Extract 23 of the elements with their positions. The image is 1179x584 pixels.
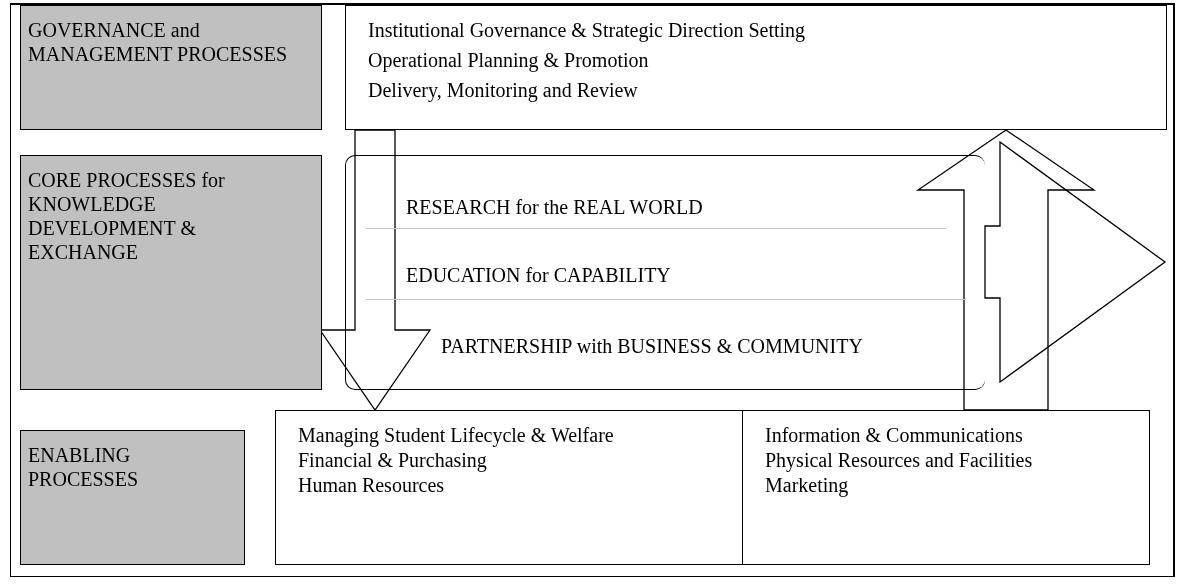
- process-item: Marketing: [765, 473, 849, 497]
- block-arrow: [915, 129, 1097, 411]
- process-box: [345, 5, 1167, 130]
- category-box: [20, 430, 245, 565]
- process-item: Delivery, Monitoring and Review: [368, 78, 638, 102]
- process-box: [742, 410, 1150, 565]
- process-item: Managing Student Lifecycle & Welfare: [298, 423, 614, 447]
- process-item: Information & Communications: [765, 423, 1023, 447]
- category-heading: GOVERNANCE and MANAGEMENT PROCESSES: [28, 18, 289, 66]
- process-item: Operational Planning & Promotion: [368, 48, 649, 72]
- process-item: Human Resources: [298, 473, 445, 497]
- process-item: Physical Resources and Facilities: [765, 448, 1033, 472]
- category-box: [20, 5, 322, 130]
- block-arrow: [984, 140, 1167, 384]
- process-heading: EDUCATION for CAPABILITY: [406, 263, 671, 287]
- process-item: Institutional Governance & Strategic Direction Setting: [368, 18, 806, 42]
- process-heading: PARTNERSHIP with BUSINESS & COMMUNITY: [441, 334, 863, 358]
- process-box: [275, 410, 743, 565]
- category-heading: ENABLING PROCESSES: [28, 443, 140, 491]
- process-item: Financial & Purchasing: [298, 448, 487, 472]
- process-heading: RESEARCH for the REAL WORLD: [406, 195, 703, 219]
- category-heading: CORE PROCESSES for KNOWLEDGE DEVELOPMENT & EXCHANGE: [28, 168, 226, 264]
- category-box: [20, 155, 322, 390]
